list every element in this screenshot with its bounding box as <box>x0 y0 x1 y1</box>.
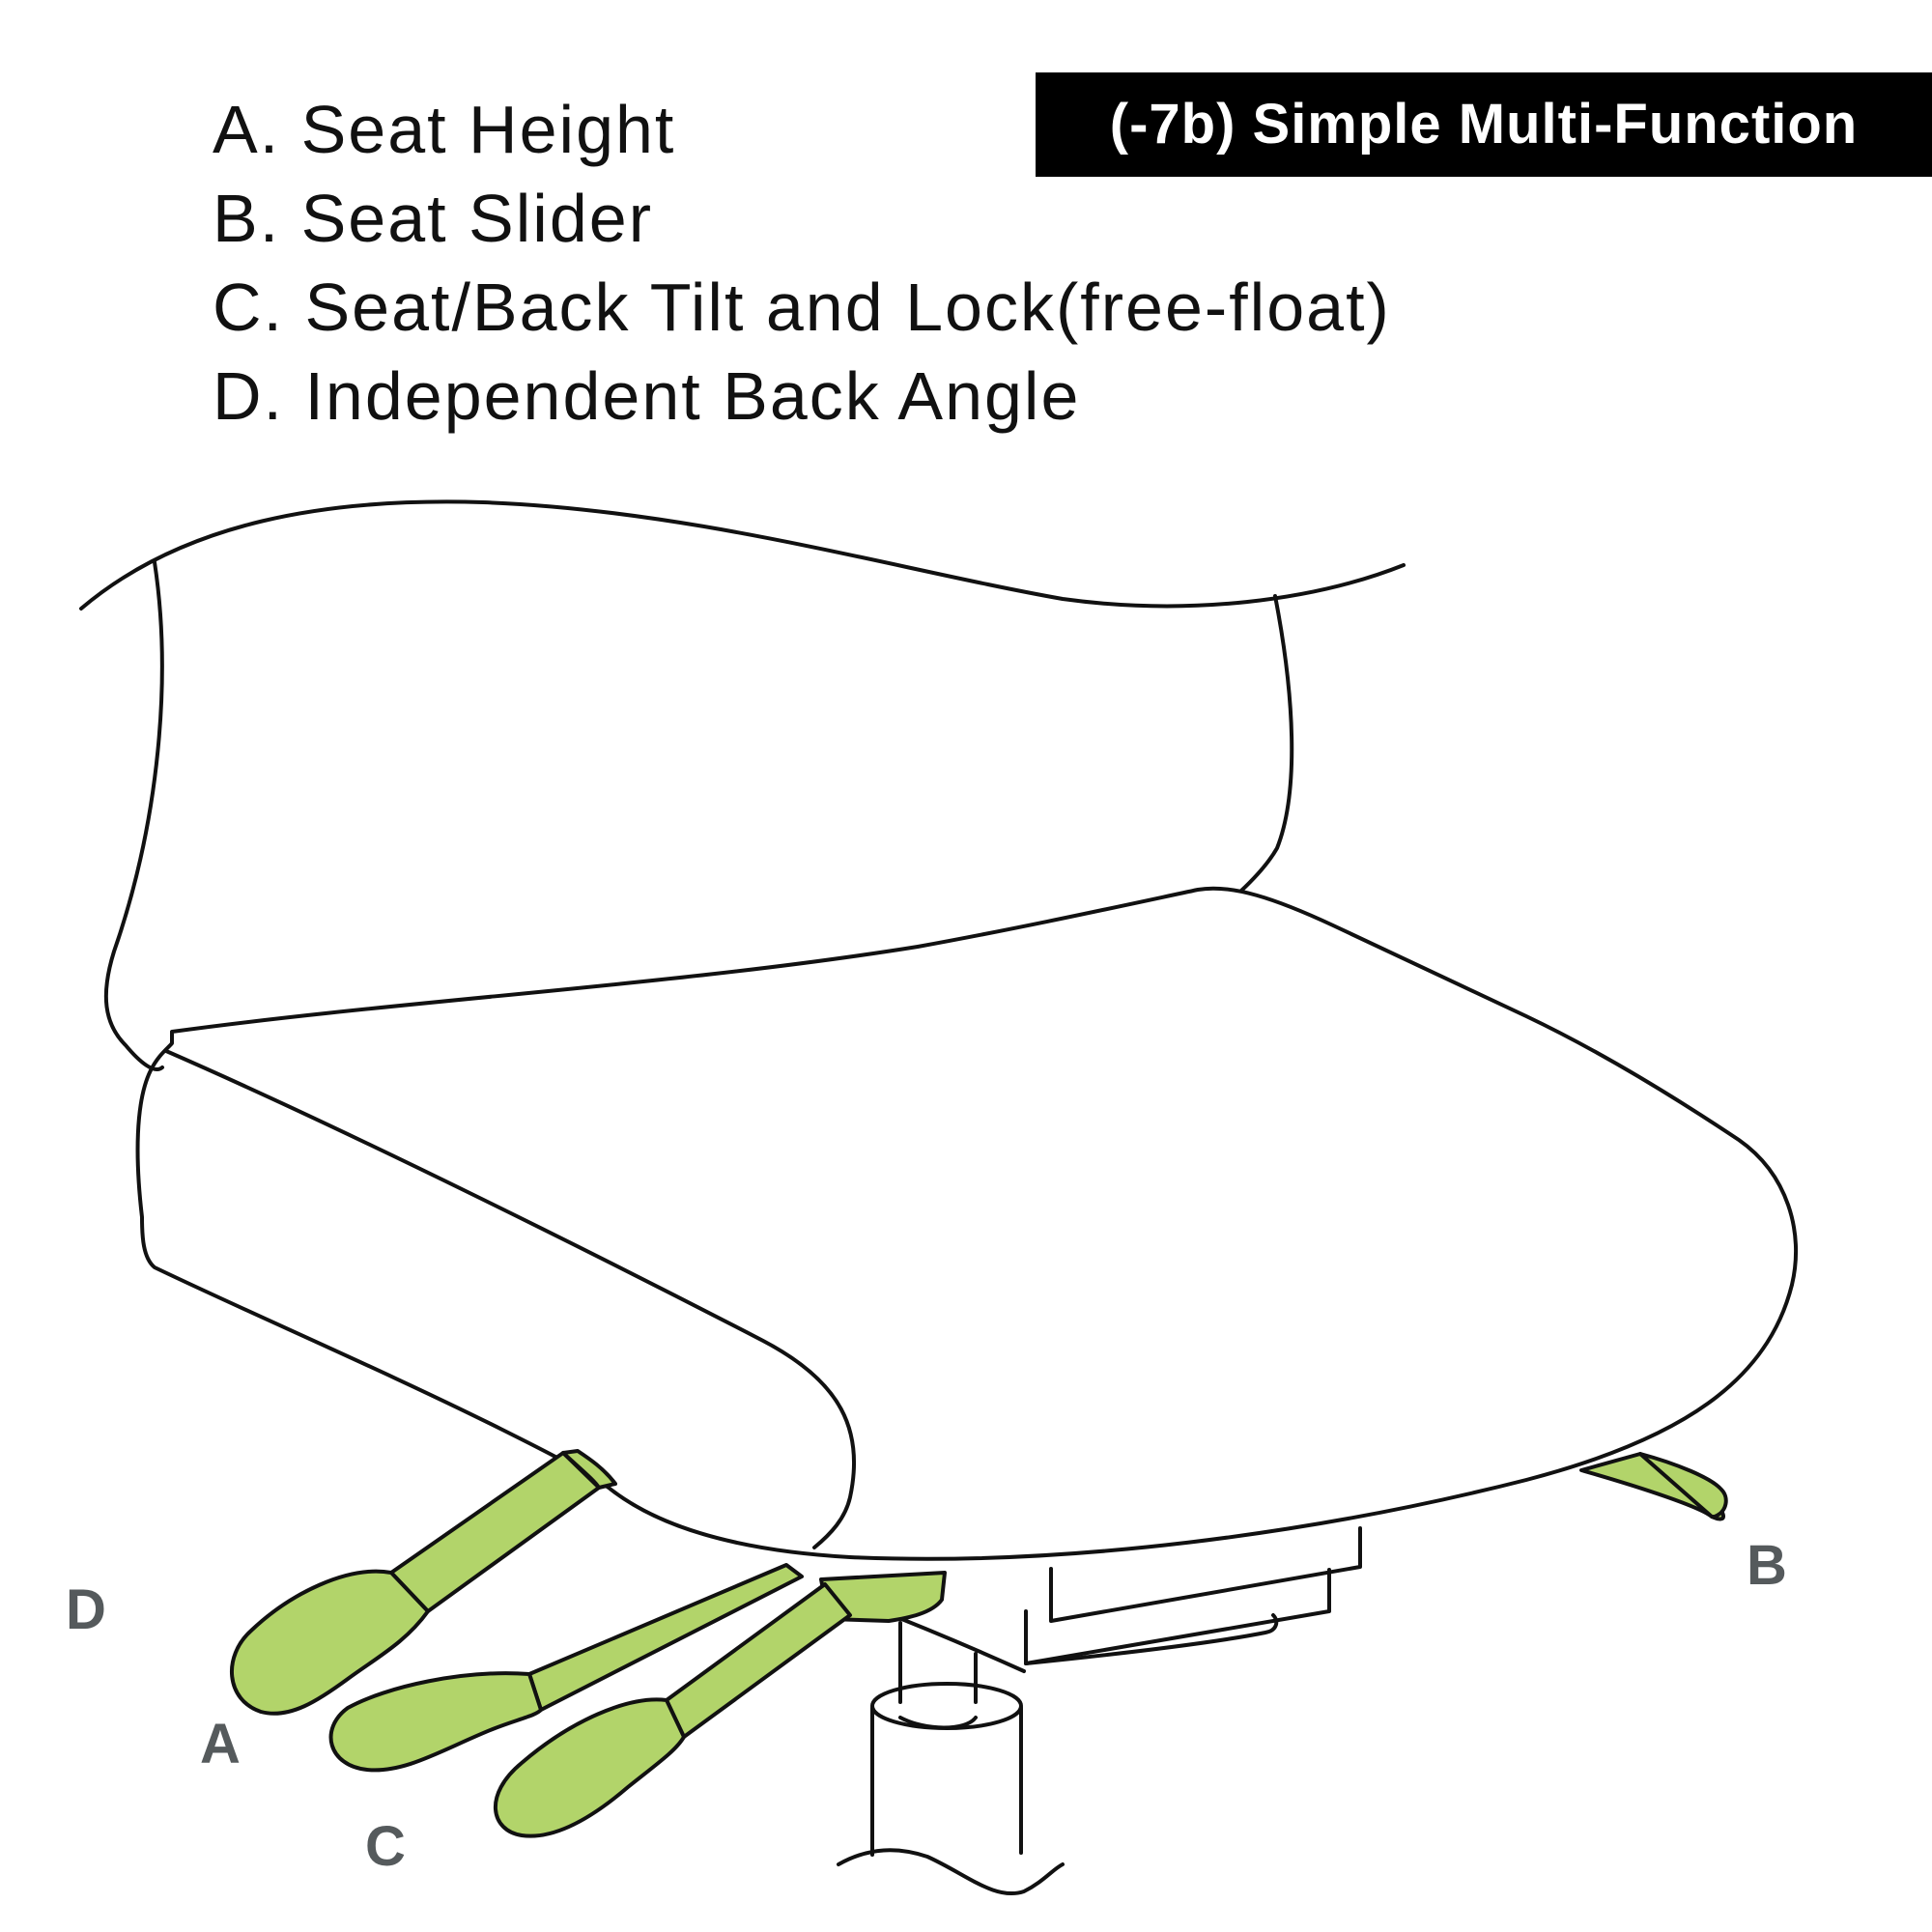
mechanism-title-badge: (-7b) Simple Multi-Function <box>1036 72 1932 177</box>
lever-c-tilt-lock <box>494 1571 947 1838</box>
lever-d-back-angle <box>230 1449 617 1716</box>
gas-cylinder <box>837 1621 1065 1895</box>
callout-a: A <box>200 1713 241 1776</box>
legend-item-seat-slider: B. Seat Slider <box>213 181 653 256</box>
legend-item-back-angle: D. Independent Back Angle <box>213 358 1081 434</box>
callout-d: D <box>66 1578 106 1641</box>
lever-b-seat-slider <box>1579 1452 1728 1521</box>
backrest <box>79 499 1406 1071</box>
callout-c: C <box>365 1815 406 1878</box>
legend-item-seat-height: A. Seat Height <box>213 92 676 167</box>
function-legend: A. Seat Height B. Seat Slider C. Seat/Ba… <box>213 85 1391 440</box>
callout-b: B <box>1747 1534 1787 1597</box>
seat-cushion <box>135 886 1799 1561</box>
legend-item-tilt-lock: C. Seat/Back Tilt and Lock(free-float) <box>213 270 1391 345</box>
lever-a-seat-height <box>328 1563 804 1773</box>
